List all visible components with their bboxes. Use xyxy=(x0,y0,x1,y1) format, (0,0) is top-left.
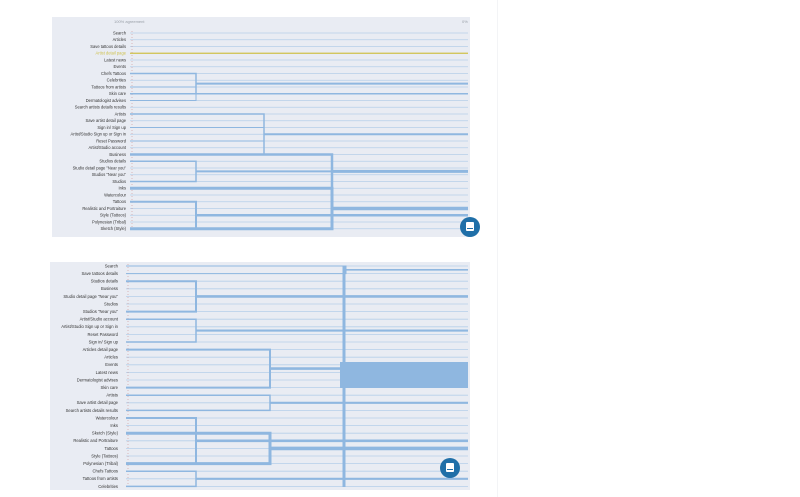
item-label-celebrities: Celebrities xyxy=(107,78,126,83)
item-label-chefs-tattoos: Chefs Tattoos xyxy=(92,469,118,474)
item-label-studios-details: Studios details xyxy=(91,279,118,284)
item-label-events: Events xyxy=(105,362,118,367)
item-label-celebrities: Celebrities xyxy=(98,484,118,489)
item-label-chefs-tattoos: Chefs Tattoos xyxy=(101,71,126,76)
item-label-studios-near-you: Studios "Near you" xyxy=(83,309,119,314)
item-label-reset-password: Reset Password xyxy=(96,138,127,143)
item-label-skin-care: Skin care xyxy=(109,91,127,96)
cluster-bracket-5 xyxy=(130,160,197,183)
agreement-left-label: 100% agreement xyxy=(114,19,145,24)
chat-icon xyxy=(446,463,454,472)
item-label-artist-detail-page: Artist detail page xyxy=(96,51,127,56)
item-label-save-tattoos-details: Save tattoos details xyxy=(81,271,118,276)
root-trunk xyxy=(340,362,468,388)
item-label-sign-in-sign-up: Sign in/ Sign up xyxy=(89,339,119,344)
item-label-skin-care: Skin care xyxy=(101,385,119,390)
item-label-tattoos-from-artists: Tattoos from artists xyxy=(83,476,118,481)
item-label-studios-details: Studios details xyxy=(99,159,126,164)
item-label-sketch-style: Sketch (Style) xyxy=(101,226,127,231)
item-label-search-artists-details-results: Search artists details results xyxy=(75,105,126,110)
item-label-sign-in-sign-up: Sign in/ Sign up xyxy=(97,125,126,130)
cluster-bracket-0 xyxy=(126,265,347,275)
item-label-latest-news: Latest news xyxy=(104,57,126,62)
item-label-realistic-and-portraiture: Realistic and Portraiture xyxy=(82,206,126,211)
item-label-style-tattoos: Style (Tattoos) xyxy=(91,453,118,458)
item-label-artists: Artists xyxy=(115,111,126,116)
item-label-studios-near-you: Studios "Near you" xyxy=(92,172,127,177)
item-label-inks: Inks xyxy=(110,423,118,428)
item-label-latest-news: Latest news xyxy=(96,370,118,375)
item-label-tattoos: Tattoos xyxy=(104,446,118,451)
item-label-search: Search xyxy=(105,263,119,268)
item-label-search: Search xyxy=(113,30,127,35)
item-label-articles: Articles xyxy=(113,37,126,42)
chat-button-top[interactable] xyxy=(460,217,480,237)
item-label-tattoos: Tattoos xyxy=(113,199,126,204)
cluster-bracket-0 xyxy=(130,72,197,95)
item-label-articles: Articles xyxy=(104,355,118,360)
item-label-business: Business xyxy=(109,152,126,157)
item-label-tattoos-from-artists: Tattoos from artists xyxy=(91,84,126,89)
cluster-bracket-3 xyxy=(126,348,271,389)
item-label-polynesian-tribal: Polynesian (Tribal) xyxy=(92,219,127,224)
item-label-save-artist-detail-page: Save artist detail page xyxy=(85,118,126,123)
item-label-save-artist-detail-page: Save artist detail page xyxy=(77,400,119,405)
item-label-artist-studio-account: Artist/Studio account xyxy=(88,145,126,150)
item-label-studios: Studios xyxy=(112,179,126,184)
item-label-reset-password: Reset Password xyxy=(88,332,119,337)
item-label-artist-studio-sign-up-or-sign-in: Artist/Studio Sign up or Sign in xyxy=(70,132,126,137)
item-label-dermatologist-advises: Dermatologist advises xyxy=(77,377,118,382)
item-label-watercolour: Watercolour xyxy=(104,192,127,197)
item-label-studios: Studios xyxy=(104,301,118,306)
item-label-polynesian-tribal: Polynesian (Tribal) xyxy=(83,461,118,466)
item-label-realistic-and-portraiture: Realistic and Portraiture xyxy=(73,438,118,443)
item-label-watercolour: Watercolour xyxy=(96,415,119,420)
cluster-bracket-2 xyxy=(126,318,197,343)
item-label-artist-studio-account: Artist/Studio account xyxy=(80,317,119,322)
item-label-events: Events xyxy=(113,64,126,69)
item-label-artists: Artists xyxy=(106,393,118,398)
item-label-inks: Inks xyxy=(118,186,126,191)
item-label-studio-detail-page-near-you: Studio detail page "Near you" xyxy=(73,165,127,170)
item-label-style-tattoos: Style (Tattoos) xyxy=(100,213,127,218)
agreement-right-label: 0% xyxy=(462,19,468,24)
item-label-business: Business xyxy=(101,286,118,291)
chat-icon xyxy=(466,222,474,231)
item-label-articles-detail-page: Articles detail page xyxy=(83,347,119,352)
item-label-dermatologist-advises: Dermatologist advises xyxy=(86,98,126,103)
page-divider xyxy=(497,0,498,497)
item-label-save-tattoos-details: Save tattoos details xyxy=(90,44,126,49)
item-label-artist-studio-sign-up-or-sign-in: Artist/Studio Sign up or Sign in xyxy=(61,324,118,329)
chat-button-bottom[interactable] xyxy=(440,458,460,478)
item-label-sketch-style: Sketch (Style) xyxy=(92,431,119,436)
item-label-studio-detail-page-near-you: Studio detail page "Near you" xyxy=(63,294,118,299)
item-label-search-artists-details-results: Search artists details results xyxy=(66,408,118,413)
